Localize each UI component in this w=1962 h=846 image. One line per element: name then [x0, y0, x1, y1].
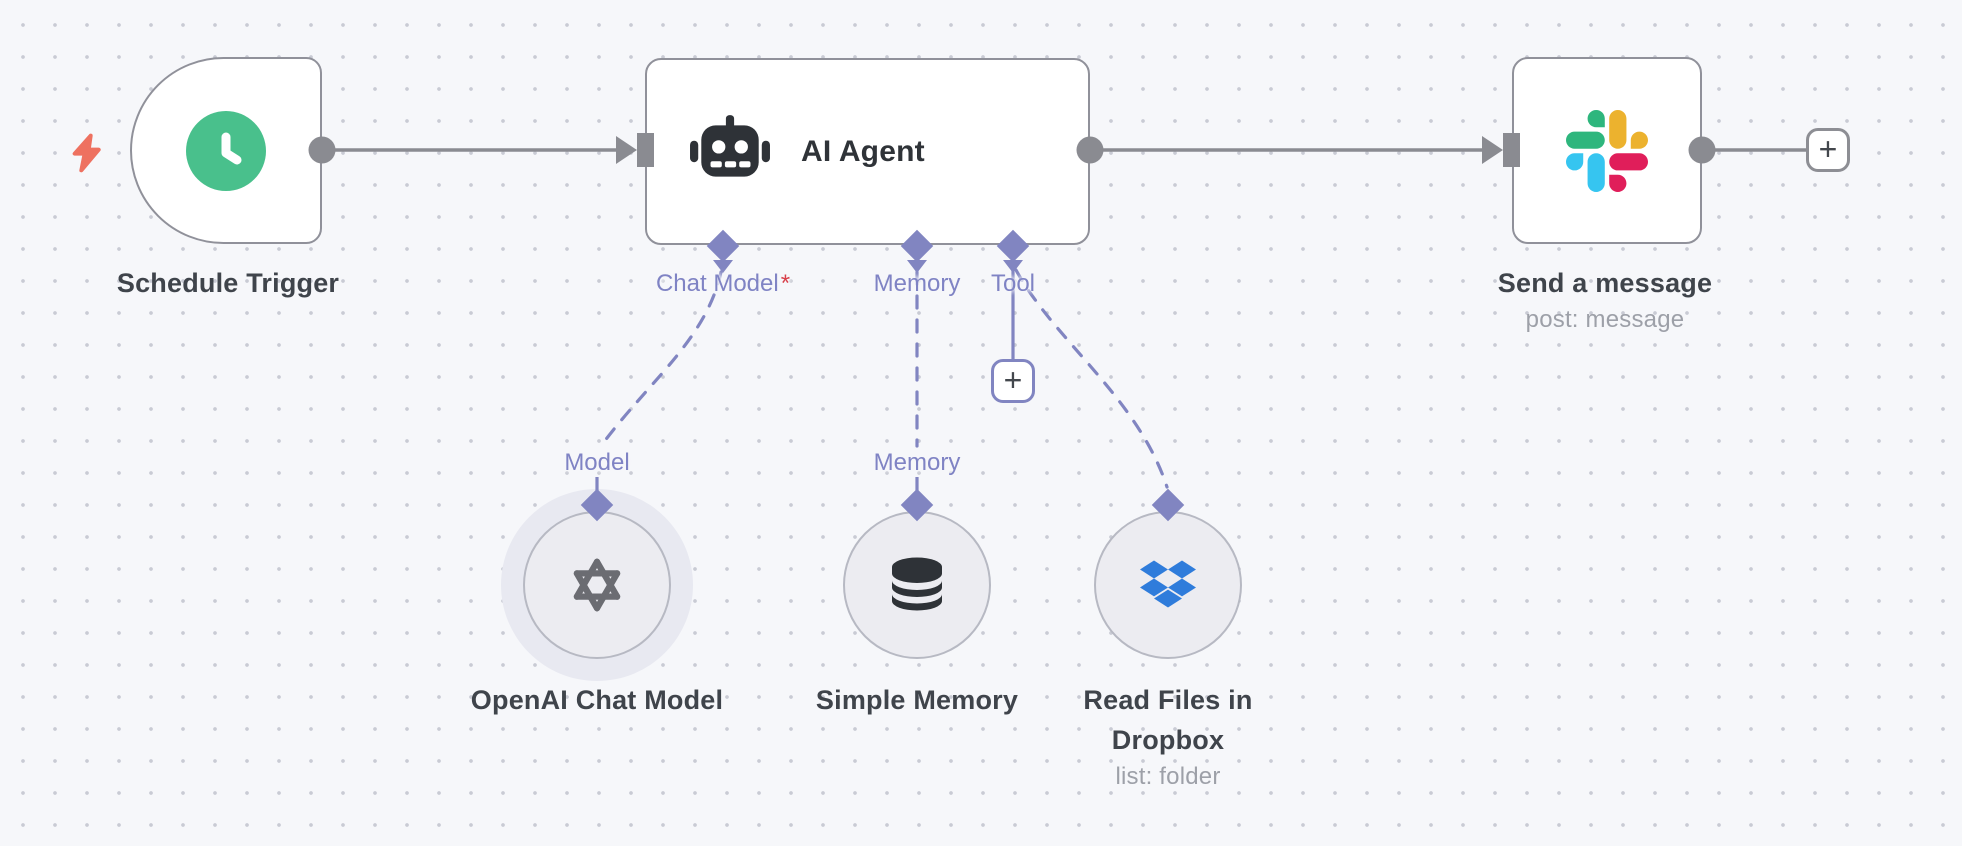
dropbox-label-block: Read Files in Dropbox list: folder [1058, 680, 1278, 792]
node-ai-agent[interactable]: AI Agent [645, 58, 1090, 245]
node-openai-chat-model[interactable] [523, 511, 671, 659]
dropbox-subtitle: list: folder [1115, 763, 1221, 790]
model-sub-port-label: Model [564, 449, 630, 476]
add-tool-button[interactable]: + [991, 359, 1035, 403]
dropbox-title: Read Files in Dropbox [1083, 685, 1253, 755]
dropbox-logo [1140, 560, 1196, 608]
robot-icon [690, 114, 770, 177]
memory-port-label: Memory [873, 270, 961, 297]
openai-logo [573, 558, 621, 612]
openai-label: OpenAI Chat Model [470, 685, 724, 715]
add-next-node-button[interactable]: + [1806, 128, 1850, 172]
tool-port-label: Tool [990, 270, 1036, 297]
send-message-title: Send a message [1497, 268, 1713, 298]
connection-tool-to-dropbox [1014, 268, 1169, 489]
send-message-label-block: Send a message post: message [1498, 263, 1712, 335]
lightning-bolt-icon [72, 133, 101, 173]
schedule-trigger-label: Schedule Trigger [116, 268, 340, 298]
plus-icon: + [1003, 361, 1023, 398]
node-schedule-trigger[interactable] [130, 57, 322, 244]
clock-icon [221, 132, 242, 164]
plus-icon: + [1818, 130, 1838, 167]
slack-logo [1566, 109, 1648, 192]
connection-arrowhead [1482, 136, 1503, 164]
connection-arrowhead [616, 136, 637, 164]
ai-agent-title: AI Agent [801, 134, 925, 168]
database-icon [892, 557, 942, 611]
simple-memory-label: Simple Memory [815, 685, 1019, 715]
node-send-a-message[interactable] [1512, 57, 1702, 244]
node-read-files-dropbox[interactable] [1094, 511, 1242, 659]
connection-chatmodel-to-openai [599, 270, 723, 448]
node-simple-memory[interactable] [843, 511, 991, 659]
chat-model-port-label: Chat Model* [656, 270, 790, 298]
trigger-badge [186, 110, 266, 191]
memory-sub-port-label: Memory [873, 449, 961, 476]
chat-model-port-text: Chat Model [655, 270, 779, 297]
required-asterisk: * [780, 270, 791, 297]
send-message-subtitle: post: message [1525, 306, 1685, 333]
